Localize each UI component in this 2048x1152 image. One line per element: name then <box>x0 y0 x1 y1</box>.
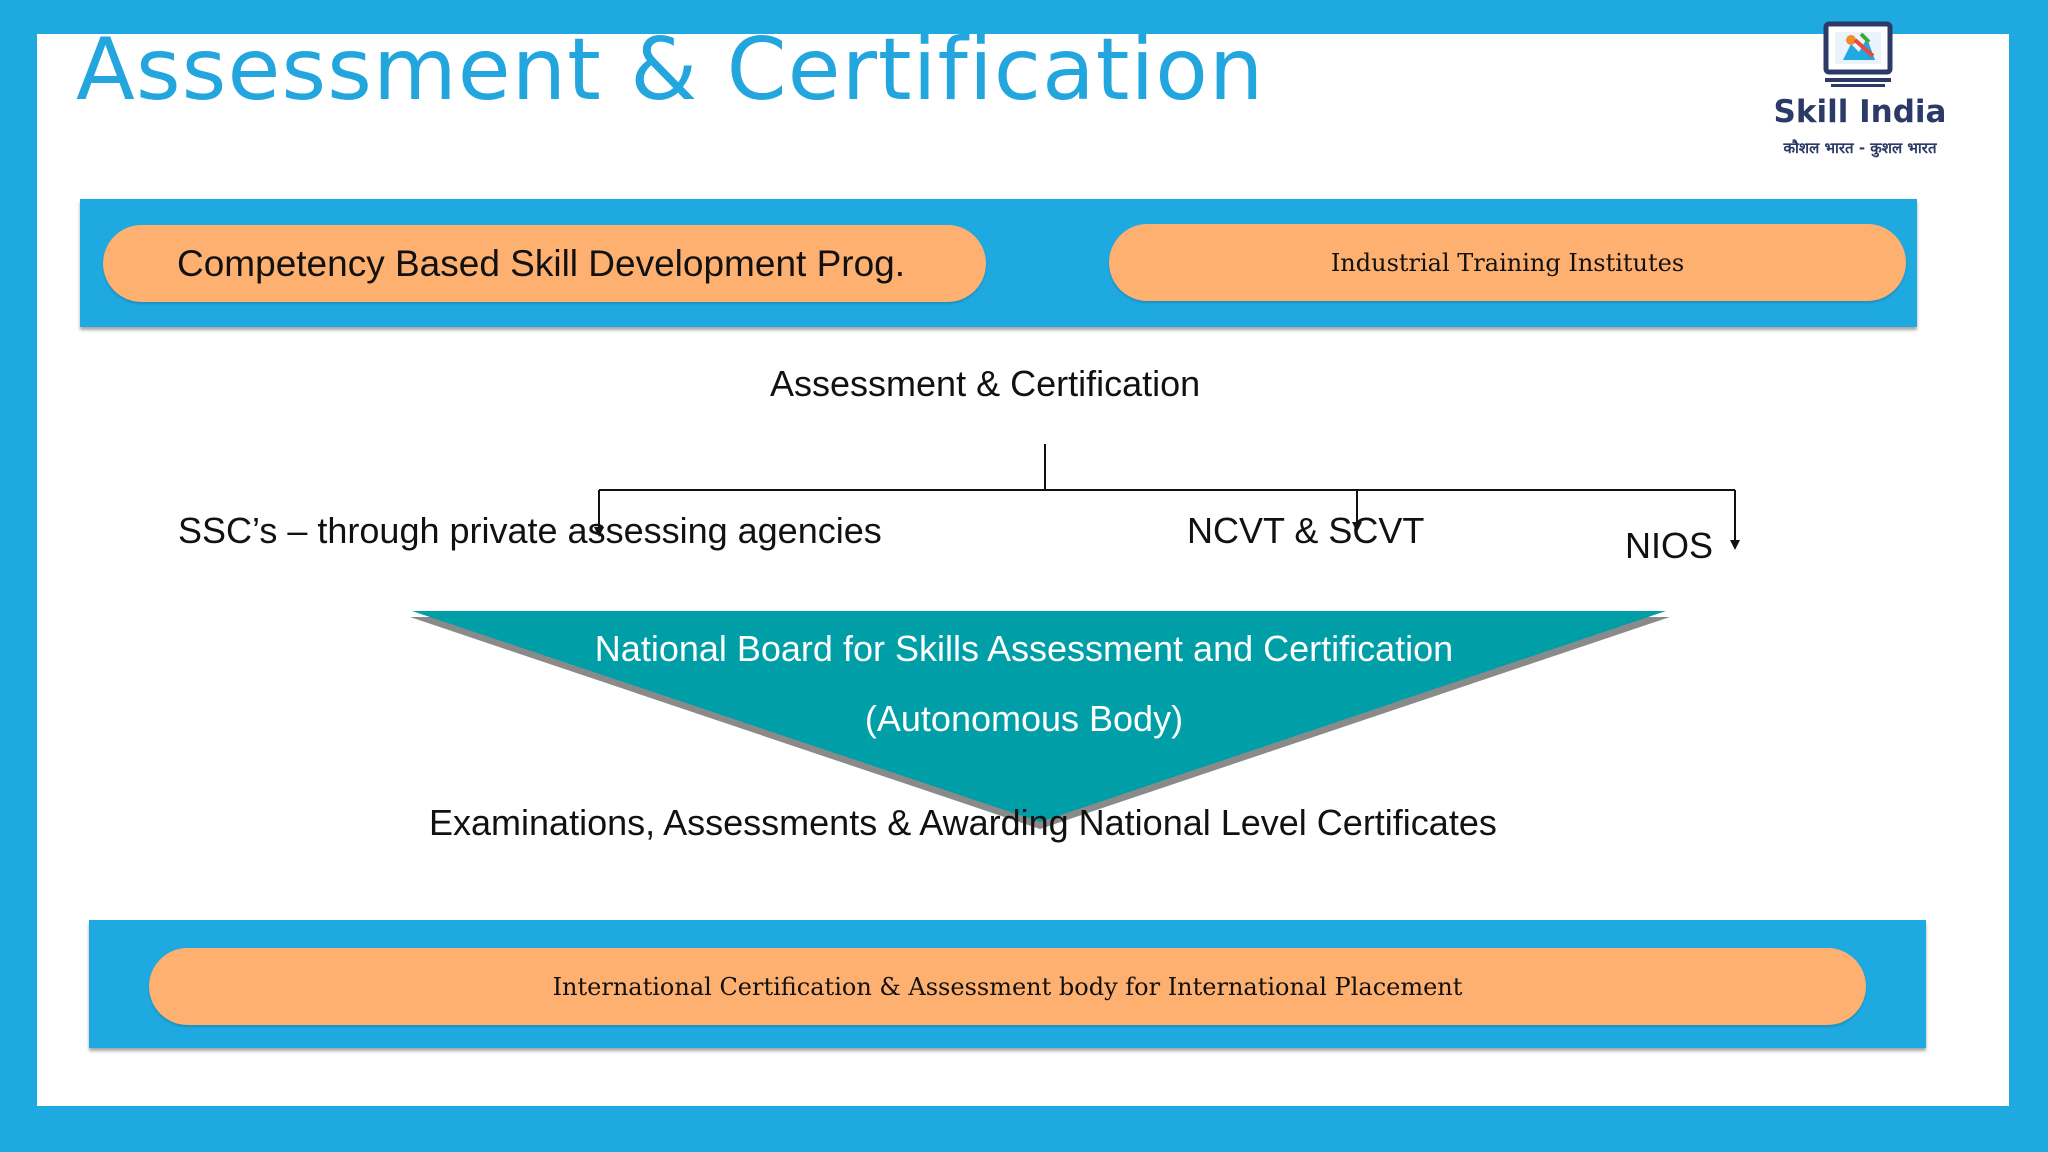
international-certification-pill: International Certification & Assessment… <box>149 948 1866 1025</box>
competency-program-pill: Competency Based Skill Development Prog. <box>103 225 986 302</box>
logo-wordmark: Skill India <box>1773 94 1947 130</box>
board-type: (Autonomous Body) <box>864 698 1184 739</box>
national-board-triangle <box>412 611 1666 822</box>
page-title: Assessment & Certification <box>76 20 1265 120</box>
top-band: Competency Based Skill Development Prog.… <box>80 199 1917 327</box>
logo-tagline: कौशल भारत - कुशल भारत <box>1783 139 1937 157</box>
board-name: National Board for Skills Assessment and… <box>594 628 1454 669</box>
root-node-label: Assessment & Certification <box>770 363 1201 404</box>
branch-nios-label: NIOS <box>1625 525 1714 566</box>
bottom-band: International Certification & Assessment… <box>89 920 1926 1048</box>
skill-india-logo: Skill India कौशल भारत - कुशल भारत <box>1770 20 1950 190</box>
iti-pill: Industrial Training Institutes <box>1109 224 1906 301</box>
outcome-label: Examinations, Assessments & Awarding Nat… <box>429 802 1497 843</box>
branch-ssc-label: SSC’s – through private assessing agenci… <box>178 510 882 551</box>
branch-ncvt-label: NCVT & SCVT <box>1187 510 1425 551</box>
skill-india-emblem-icon <box>1823 21 1893 87</box>
